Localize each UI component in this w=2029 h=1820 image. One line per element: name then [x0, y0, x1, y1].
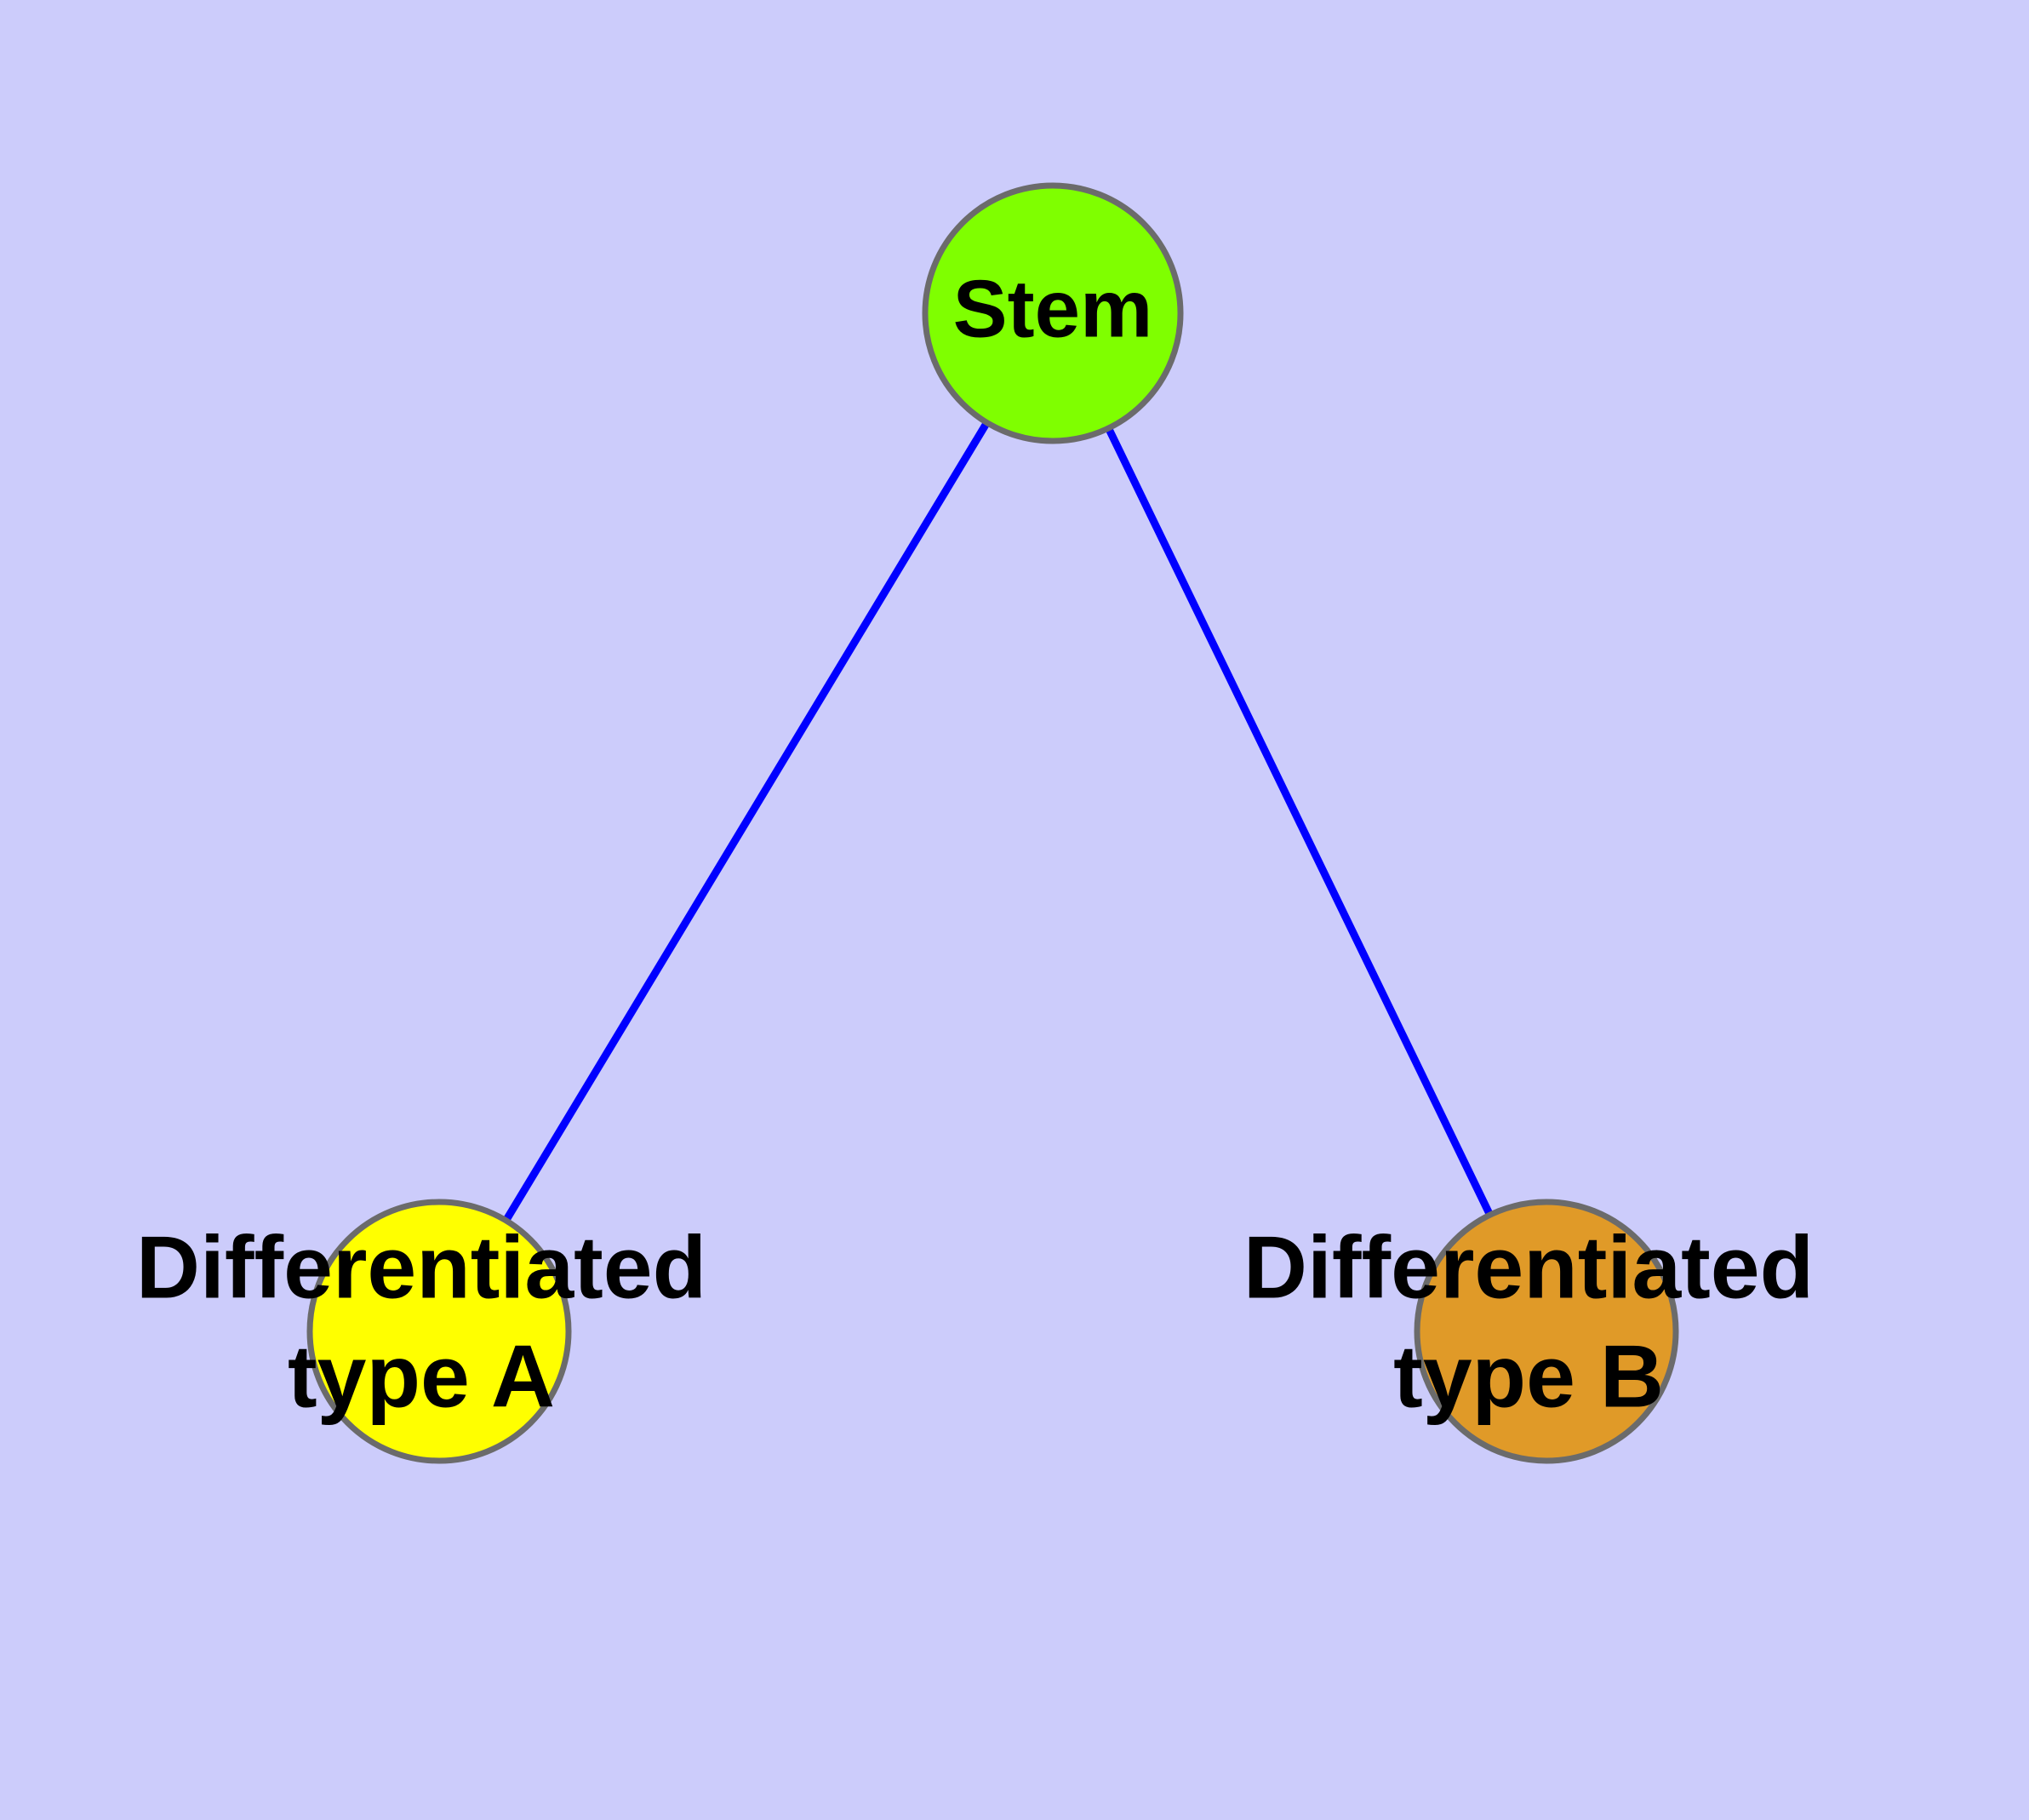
node-differentiated-type-a-label-line2: type A: [288, 1327, 555, 1426]
node-stem-label: Stem: [953, 263, 1153, 354]
edge-stem-to-differentiated-type-a[interactable]: [495, 405, 1000, 1234]
node-differentiated-type-a[interactable]: [306, 1199, 572, 1464]
node-differentiated-type-b-circle[interactable]: [1414, 1199, 1679, 1464]
node-differentiated-type-b[interactable]: [1414, 1199, 1679, 1464]
node-stem[interactable]: [922, 182, 1184, 444]
node-stem-circle[interactable]: [922, 182, 1184, 444]
node-differentiated-type-b-label-line1: Differentiated: [1243, 1218, 1814, 1317]
node-differentiated-type-a-label-line1: Differentiated: [136, 1218, 706, 1317]
node-differentiated-type-a-label: Differentiated type A: [136, 1218, 706, 1426]
node-differentiated-type-b-label-line2: type B: [1393, 1327, 1664, 1426]
node-layer: [306, 182, 1679, 1464]
edge-layer: [495, 405, 1500, 1234]
label-layer: Stem Differentiated type A Differentiate…: [136, 263, 1814, 1426]
edge-stem-to-differentiated-type-b[interactable]: [1097, 410, 1500, 1228]
node-differentiated-type-a-circle[interactable]: [306, 1199, 572, 1464]
node-differentiated-type-b-label: Differentiated type B: [1243, 1218, 1814, 1426]
